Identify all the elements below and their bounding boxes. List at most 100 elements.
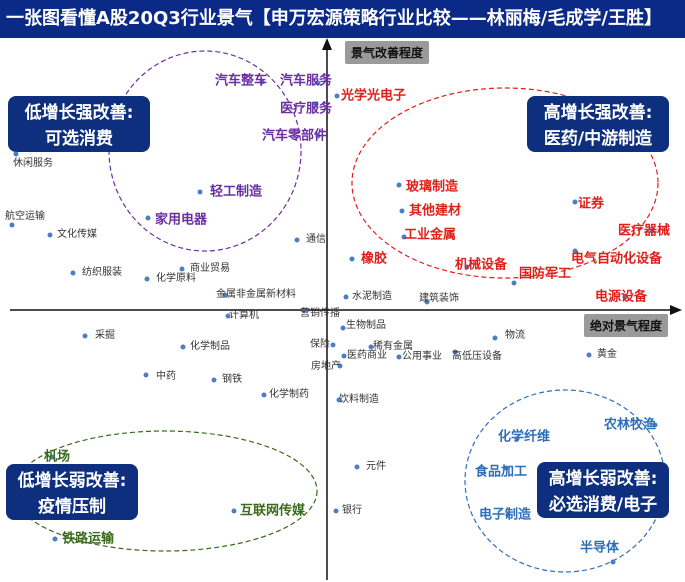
y-axis-arrow [322, 38, 332, 50]
industry-point-label: 稀有金属 [373, 341, 413, 352]
industry-point-label: 医疗器械 [618, 223, 671, 239]
industry-point-marker [622, 294, 628, 300]
industry-point-marker [337, 363, 343, 369]
industry-point-marker [82, 333, 88, 339]
industry-point-label: 家用电器 [155, 212, 208, 228]
industry-point-marker [334, 93, 340, 99]
quadrant-box-bottom-left: 低增长弱改善: 疫情压制 [6, 464, 138, 520]
industry-point-label: 生物制品 [346, 320, 386, 331]
quadrant-box-top-right: 高增长强改善: 医药/中游制造 [527, 96, 669, 152]
industry-point-marker [315, 133, 321, 139]
industry-point-marker [514, 436, 520, 442]
industry-point-marker [401, 234, 407, 240]
quadrant-diagram: 景气改善程度 绝对景气程度 低增长强改善: 可选消费 高增长强改善: 医药/中游… [0, 38, 685, 582]
industry-point-marker [336, 397, 342, 403]
industry-point-marker [231, 508, 237, 514]
quadrant-title: 高增长强改善: [543, 103, 653, 123]
quadrant-subtitle: 必选消费/电子 [548, 495, 658, 515]
industry-point-marker [396, 182, 402, 188]
industry-point-label: 汽车服务 [280, 73, 333, 89]
industry-point-label: 水泥制造 [352, 291, 392, 302]
industry-point-marker [52, 536, 58, 542]
industry-point-label: 化学制品 [190, 341, 230, 352]
industry-point-marker [572, 248, 578, 254]
industry-point-marker [464, 264, 470, 270]
industry-point-label: 食品加工 [475, 464, 528, 480]
industry-point-marker [70, 270, 76, 276]
industry-point-label: 高低压设备 [452, 351, 502, 362]
industry-point-marker [343, 294, 349, 300]
industry-point-label: 机械设备 [455, 257, 508, 273]
industry-point-marker [572, 199, 578, 205]
x-axis-label: 绝对景气程度 [584, 314, 669, 337]
industry-point-marker [649, 228, 655, 234]
industry-point-label: 化学制药 [269, 389, 309, 400]
quadrant-subtitle: 疫情压制 [38, 497, 106, 517]
industry-point-label: 轻工制造 [210, 184, 263, 200]
industry-point-marker [144, 276, 150, 282]
industry-point-marker [143, 372, 149, 378]
industry-point-label: 汽车零部件 [262, 128, 328, 144]
industry-point-marker [49, 454, 55, 460]
y-axis-label: 景气改善程度 [345, 41, 430, 64]
industry-point-marker [368, 344, 374, 350]
industry-point-label: 工业金属 [404, 227, 457, 243]
industry-point-label: 电源设备 [595, 289, 648, 305]
industry-point-label: 物流 [505, 330, 525, 341]
industry-point-marker [503, 465, 509, 471]
industry-point-label: 互联网传媒 [240, 503, 306, 519]
industry-point-label: 医药商业 [347, 350, 387, 361]
industry-point-label: 公用事业 [402, 351, 442, 362]
industry-point-label: 饮料制造 [339, 394, 379, 405]
industry-point-label: 休闲服务 [13, 158, 53, 169]
quadrant-subtitle: 医药/中游制造 [543, 129, 653, 149]
industry-point-label: 元件 [366, 461, 386, 472]
industry-point-label: 化学原料 [156, 273, 196, 284]
industry-point-marker [259, 79, 265, 85]
industry-point-label: 其他建材 [409, 203, 462, 219]
industry-point-marker [333, 508, 339, 514]
industry-point-marker [452, 349, 458, 355]
industry-point-marker [294, 237, 300, 243]
industry-point-marker [47, 232, 53, 238]
industry-point-label: 电气自动化设备 [571, 251, 663, 267]
industry-point-marker [492, 335, 498, 341]
industry-point-label: 航空运输 [5, 211, 45, 222]
industry-point-label: 电子制造 [479, 507, 532, 523]
quadrant-box-top-left: 低增长强改善: 可选消费 [8, 96, 150, 152]
industry-point-marker [652, 422, 658, 428]
industry-point-label: 纺织服装 [82, 267, 122, 278]
industry-point-marker [261, 392, 267, 398]
industry-point-marker [145, 215, 151, 221]
industry-point-label: 铁路运输 [62, 531, 115, 547]
industry-point-label: 半导体 [580, 540, 620, 556]
quadrant-title: 高增长弱改善: [548, 469, 658, 489]
industry-point-label: 计算机 [229, 310, 259, 321]
industry-point-label: 玻璃制造 [406, 179, 459, 195]
industry-point-label: 汽车整车 [215, 73, 268, 89]
industry-point-label: 光学光电子 [341, 88, 407, 104]
industry-point-marker [222, 292, 228, 298]
industry-point-marker [13, 151, 19, 157]
industry-point-marker [511, 280, 517, 286]
industry-point-label: 黄金 [597, 349, 617, 360]
industry-point-label: 国防军工 [519, 266, 572, 282]
industry-point-label: 医疗服务 [280, 101, 333, 117]
industry-point-marker [301, 307, 307, 313]
quadrant-subtitle: 可选消费 [45, 129, 113, 149]
industry-point-marker [399, 208, 405, 214]
industry-point-marker [180, 344, 186, 350]
quadrant-title: 低增长强改善: [24, 103, 134, 123]
x-axis-arrow [670, 305, 682, 315]
industry-point-marker [610, 559, 616, 565]
industry-point-marker [225, 313, 231, 319]
industry-point-marker [197, 189, 203, 195]
industry-point-marker [211, 377, 217, 383]
industry-point-label: 橡胶 [361, 251, 388, 267]
industry-point-label: 通信 [306, 234, 326, 245]
industry-point-label: 商业贸易 [190, 263, 230, 274]
quadrant-title: 低增长弱改善: [17, 471, 127, 491]
industry-point-label: 证券 [578, 196, 605, 212]
industry-point-marker [313, 101, 319, 107]
industry-point-marker [9, 222, 15, 228]
